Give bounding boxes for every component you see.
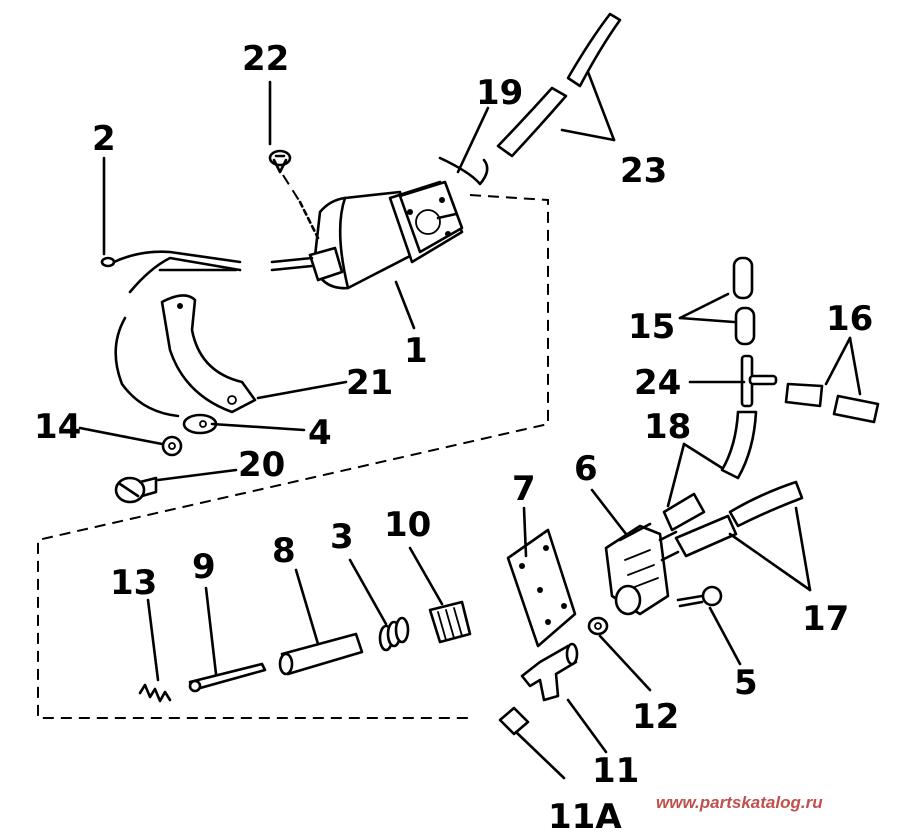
hose-clip-19-part[interactable] — [438, 156, 489, 186]
spring-3-part[interactable] — [378, 616, 410, 652]
washer-12-part[interactable] — [587, 616, 609, 636]
label-2: 2 — [92, 119, 116, 159]
clamp-bracket-21-part[interactable] — [160, 294, 257, 414]
leader-lines — [78, 70, 862, 780]
label-16: 16 — [826, 299, 873, 339]
label-23: 23 — [620, 151, 667, 191]
label-3: 3 — [330, 517, 354, 557]
hose-18-lower-part[interactable] — [662, 492, 706, 532]
label-24: 24 — [634, 363, 681, 403]
label-14: 14 — [34, 407, 81, 447]
label-11: 11 — [592, 751, 639, 791]
solenoid-part[interactable] — [270, 180, 464, 290]
tee-fitting-24-part[interactable] — [740, 354, 778, 408]
fuel-hose-23-lower-part[interactable] — [496, 86, 568, 158]
label-4: 4 — [308, 413, 332, 453]
label-13: 13 — [110, 563, 157, 603]
bearing-10-part[interactable] — [428, 600, 472, 644]
label-12: 12 — [632, 697, 679, 737]
label-18: 18 — [644, 407, 691, 447]
spring-13-part[interactable] — [138, 683, 172, 703]
hose-15-upper-part[interactable] — [732, 256, 754, 300]
screw-22-part[interactable] — [268, 149, 301, 203]
screw-20-part[interactable] — [114, 476, 158, 504]
label-19: 19 — [476, 73, 523, 113]
group-dashed-outline — [37, 194, 549, 719]
label-1: 1 — [404, 331, 428, 371]
label-20: 20 — [238, 445, 285, 485]
gasket-7-part[interactable] — [506, 528, 577, 648]
hose-15-lower-part[interactable] — [734, 306, 756, 346]
label-10: 10 — [384, 505, 431, 545]
label-17: 17 — [802, 599, 849, 639]
label-9: 9 — [192, 547, 216, 587]
fuel-pump-6-part[interactable] — [604, 522, 680, 616]
plunger-8-part[interactable] — [278, 632, 364, 676]
hose-17-upper-part[interactable] — [728, 480, 804, 528]
screw-5-part[interactable] — [676, 585, 723, 608]
label-21: 21 — [346, 363, 393, 403]
callout-labels: 22 2 19 23 1 21 4 14 20 15 16 24 18 7 6 … — [34, 39, 873, 836]
fuel-hose-23-upper-part[interactable] — [566, 12, 622, 88]
elbow-fitting-11-part[interactable] — [520, 642, 579, 702]
label-5: 5 — [734, 663, 758, 703]
hose-16-right-part[interactable] — [832, 394, 880, 424]
plunger-rod-9-part[interactable] — [188, 662, 267, 693]
cap-11a-part[interactable] — [498, 706, 530, 736]
label-22: 22 — [242, 39, 289, 79]
label-7: 7 — [512, 469, 536, 509]
label-6: 6 — [574, 449, 598, 489]
label-8: 8 — [272, 531, 296, 571]
label-11a: 11A — [548, 797, 622, 836]
ground-wire-4-part[interactable] — [114, 316, 218, 435]
watermark-text: www.partskatalog.ru — [656, 793, 823, 812]
hose-17-lower-part[interactable] — [674, 514, 738, 558]
hose-18-upper-part[interactable] — [720, 410, 758, 480]
star-washer-14-part[interactable] — [161, 435, 183, 457]
label-15: 15 — [628, 307, 675, 347]
hose-16-left-part[interactable] — [784, 382, 824, 408]
lead-wire-2-part[interactable] — [100, 250, 242, 294]
